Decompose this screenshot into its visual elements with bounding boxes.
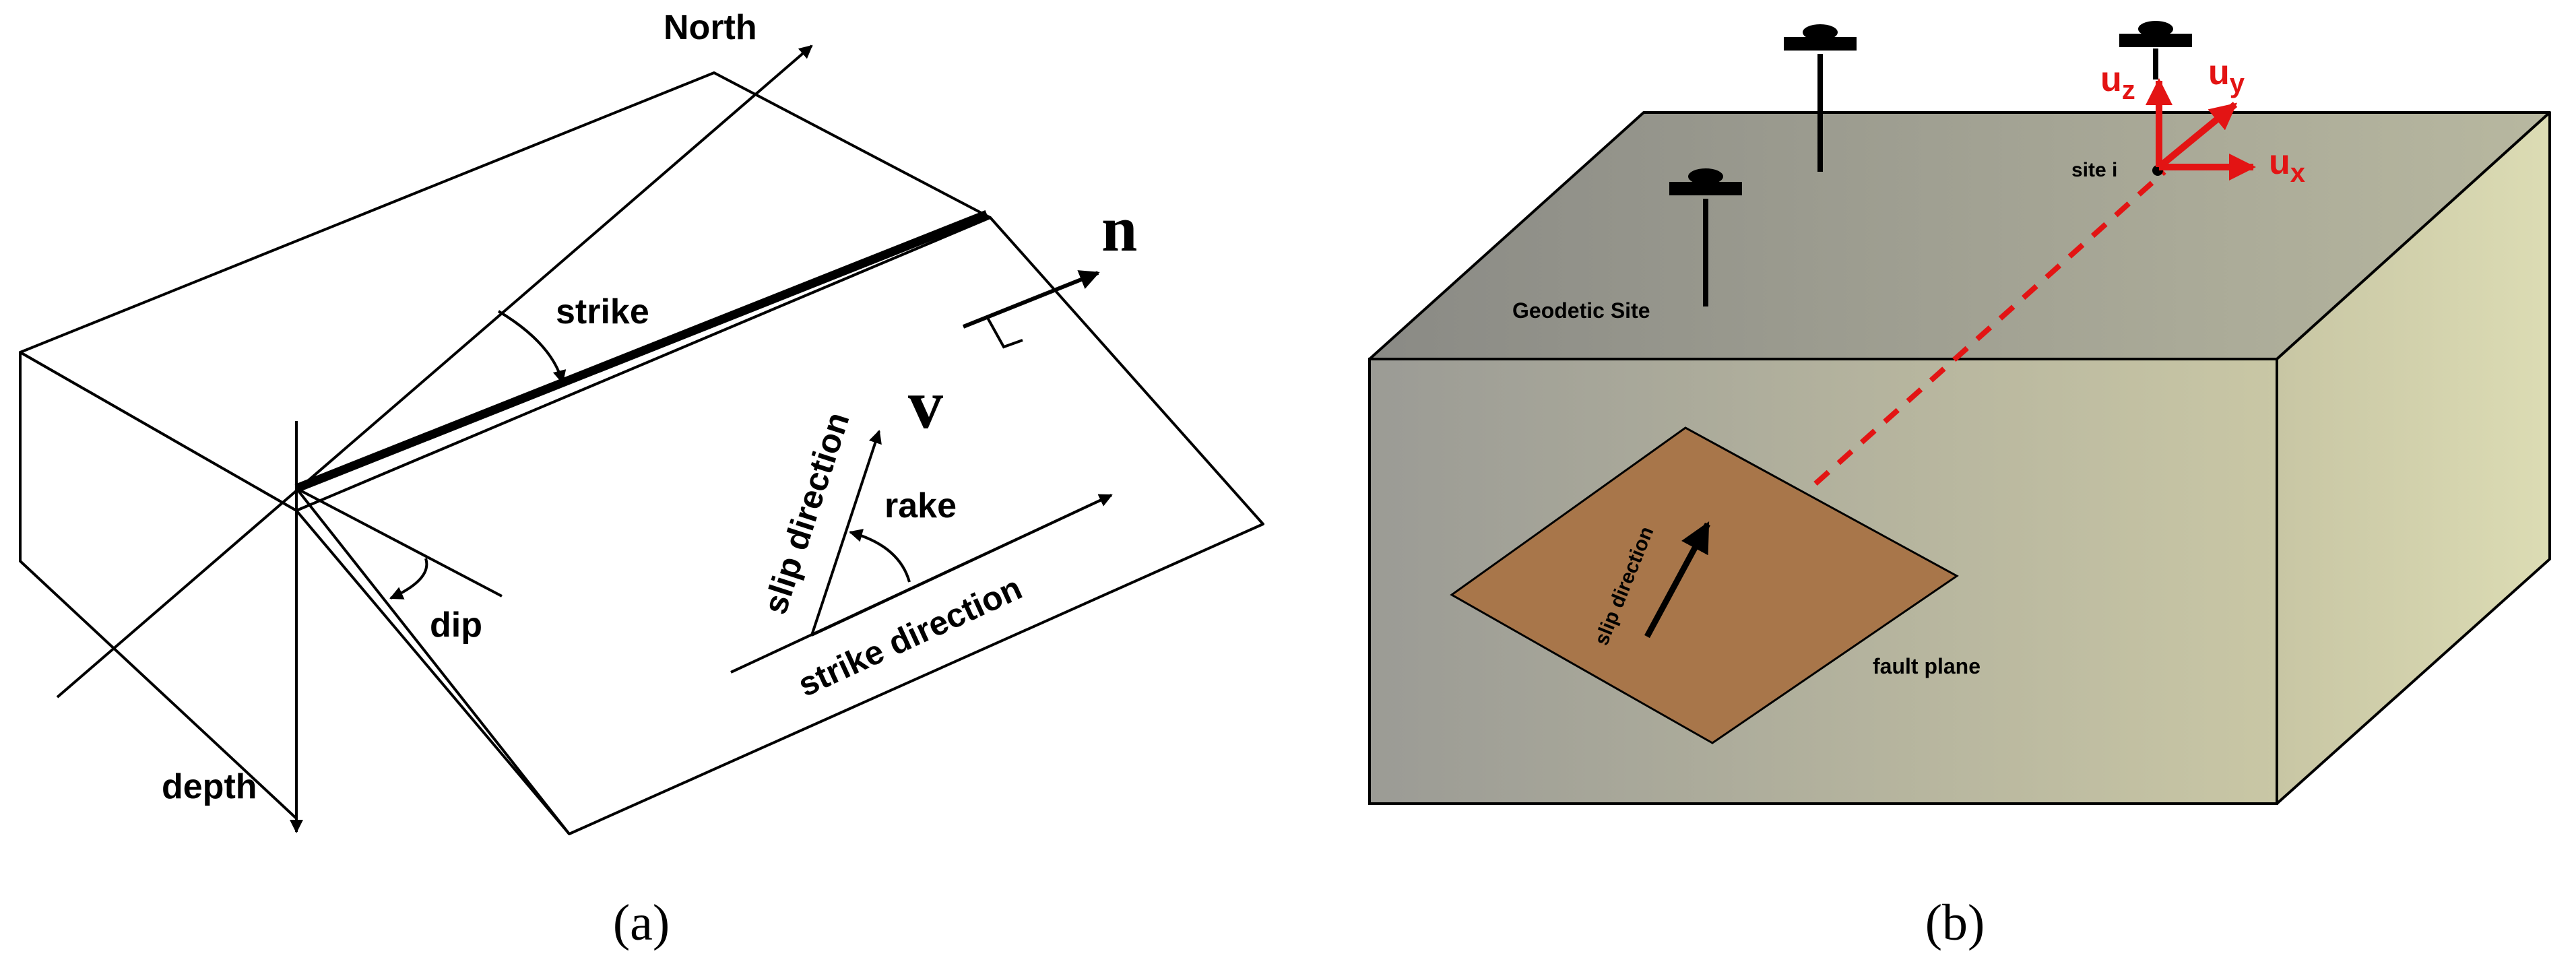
slip-vector-arrow xyxy=(810,430,882,636)
fault-plane-label: fault plane xyxy=(1873,654,1981,678)
normal-label: n xyxy=(1101,193,1137,265)
caption-a: (a) xyxy=(613,895,670,951)
geodetic-monument xyxy=(2119,21,2192,79)
panel-b: slip direction fault plane Geodetic Site… xyxy=(1368,21,2551,951)
dip-label: dip xyxy=(430,606,482,645)
geodetic-site-label: Geodetic Site xyxy=(1512,298,1650,323)
strike-angle-label: strike xyxy=(556,292,649,331)
uy-label: uy xyxy=(2208,53,2245,98)
fault-plane xyxy=(1450,426,1959,744)
rake-arc xyxy=(849,529,911,583)
uy-arrow xyxy=(2156,102,2238,170)
fault-trace xyxy=(294,209,989,493)
strike-direction-arrow xyxy=(811,494,1113,637)
dip-reference-line xyxy=(296,487,503,597)
depth-label: depth xyxy=(162,767,257,806)
dip-plane-line xyxy=(295,487,571,835)
normal-arrow xyxy=(962,270,1100,329)
rake-label: rake xyxy=(884,486,957,525)
panel-a: North n strike v slip direction rake str… xyxy=(19,8,1264,951)
line-of-sight xyxy=(1813,170,2166,486)
dip-arc xyxy=(389,558,428,600)
north-label: North xyxy=(664,8,757,47)
slip-vector-label: v xyxy=(908,366,943,443)
fault-block-a xyxy=(19,71,1264,835)
geodetic-monument xyxy=(1669,168,1742,306)
north-axis xyxy=(56,44,813,699)
right-angle-mark xyxy=(986,316,1023,349)
slip-arrow-b xyxy=(1644,521,1710,639)
strike-arc xyxy=(497,310,567,384)
ux-label: ux xyxy=(2269,143,2305,188)
site-i-label: site i xyxy=(2071,159,2117,181)
geodetic-monument xyxy=(1784,24,1857,172)
caption-b: (b) xyxy=(1925,895,1985,951)
uz-label: uz xyxy=(2100,60,2135,105)
